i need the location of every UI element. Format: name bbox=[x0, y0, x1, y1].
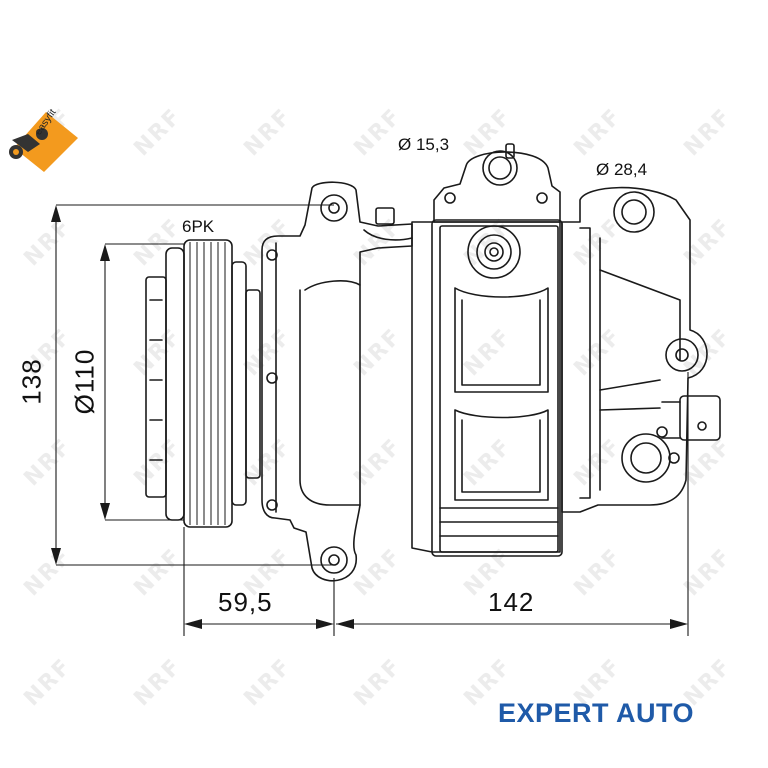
port2-diameter-label: Ø 28,4 bbox=[596, 160, 648, 179]
belt-type-label: 6PK bbox=[182, 217, 215, 236]
pulley-offset-label: 59,5 bbox=[218, 587, 273, 617]
pulley bbox=[145, 239, 261, 528]
port1-diameter-label: Ø 15,3 bbox=[398, 135, 450, 154]
rear-head bbox=[561, 186, 721, 513]
height-dimension-label: 138 bbox=[16, 358, 47, 405]
front-bracket bbox=[261, 181, 413, 582]
dimension-lines bbox=[51, 204, 689, 636]
compressor-body bbox=[411, 143, 563, 557]
pulley-diameter-label: Ø110 bbox=[69, 348, 100, 415]
easyfit-logo bbox=[9, 112, 78, 172]
brand-text: EXPERT AUTO bbox=[498, 698, 695, 728]
body-length-label: 142 bbox=[488, 587, 535, 617]
